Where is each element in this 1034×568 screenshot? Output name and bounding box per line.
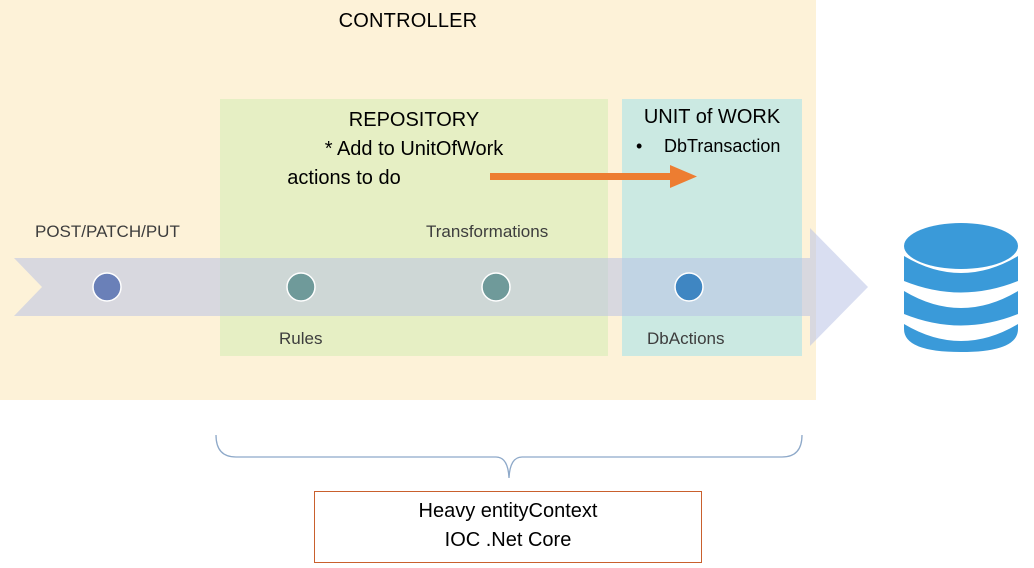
node-rules <box>286 272 316 302</box>
unit-of-work-title: UNIT of WORK <box>643 106 781 128</box>
repository-text: REPOSITORY * Add to UnitOfWork actions t… <box>220 106 608 193</box>
controller-title: CONTROLLER <box>338 10 478 32</box>
repository-line-add: * Add to UnitOfWork <box>324 138 504 160</box>
database-icon <box>904 223 1018 352</box>
orange-arrow <box>490 165 697 188</box>
input-methods-label: POST/PATCH/PUT <box>35 222 180 241</box>
node-transformations <box>481 272 511 302</box>
repository-title: REPOSITORY <box>348 109 480 131</box>
transformations-label: Transformations <box>426 222 549 241</box>
pipeline-arrow <box>14 228 868 346</box>
node-dbactions <box>674 272 704 302</box>
context-line-entity: Heavy entityContext <box>418 500 598 522</box>
rules-label: Rules <box>279 329 323 348</box>
bullet-dot: • <box>636 136 643 156</box>
node-input <box>92 272 122 302</box>
db-transaction-label: DbTransaction <box>664 136 781 156</box>
context-text: Heavy entityContext IOC .Net Core <box>314 497 702 555</box>
context-box <box>314 491 702 563</box>
unit-of-work-bullet: • DbTransaction <box>636 136 780 157</box>
curly-brace <box>215 434 803 479</box>
repository-line-actions: actions to do <box>287 167 401 189</box>
context-line-ioc: IOC .Net Core <box>444 529 572 551</box>
dbactions-label: DbActions <box>647 329 725 348</box>
